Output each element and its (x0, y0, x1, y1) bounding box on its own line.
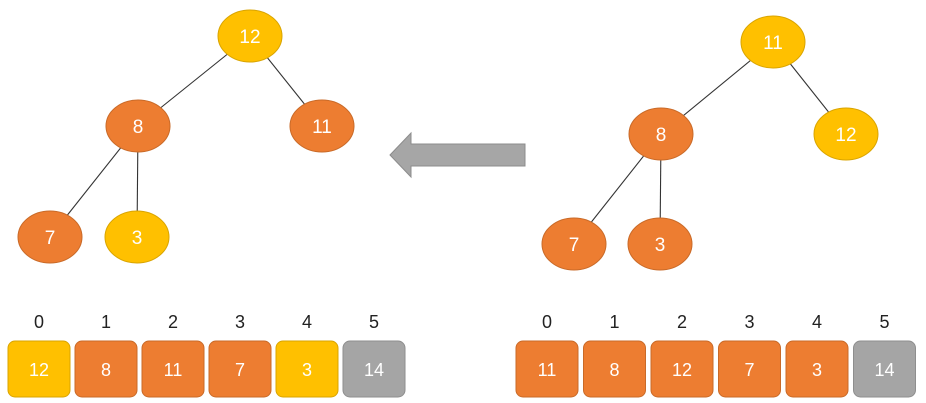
array-cell-box (7, 340, 71, 398)
tree-node-label: 7 (45, 228, 56, 249)
tree-node: 12 (217, 9, 283, 63)
array-cell-value: 12 (672, 360, 692, 380)
array-index-label: 4 (302, 312, 312, 332)
tree-node-label: 8 (656, 125, 667, 146)
array-cell-box (853, 340, 916, 398)
tree-node-label: 7 (569, 235, 580, 256)
tree-node: 11 (289, 99, 355, 153)
heap-array-left: 0 12 1 8 2 11 3 7 4 3 5 14 (7, 312, 406, 398)
tree-node-circle (541, 217, 607, 271)
left-arrow-icon (389, 131, 526, 179)
tree-node: 3 (627, 217, 693, 271)
array-cell-box (583, 340, 646, 398)
tree-node-label: 3 (655, 235, 666, 256)
array-index-label: 1 (101, 312, 111, 332)
tree-node-label: 3 (132, 228, 143, 249)
tree-node: 8 (628, 107, 694, 161)
array-cell-value: 11 (538, 360, 557, 380)
array-index-label: 2 (168, 312, 178, 332)
tree-node: 7 (541, 217, 607, 271)
array-cell-box (74, 340, 138, 398)
array-cell: 14 (853, 340, 916, 398)
array-cell: 8 (583, 340, 646, 398)
array-cell-box (718, 340, 781, 398)
array-cell-value: 11 (164, 360, 183, 380)
array-index-label: 5 (879, 312, 889, 332)
array-cell-value: 14 (874, 360, 894, 380)
array-index-label: 5 (369, 312, 379, 332)
tree-node: 7 (17, 210, 83, 264)
array-cell-box (208, 340, 272, 398)
array-cell-value: 14 (364, 360, 384, 380)
tree-node-circle (740, 15, 806, 69)
array-cell-value: 7 (235, 360, 245, 380)
tree-node-circle (105, 99, 171, 153)
array-cell: 11 (141, 340, 205, 398)
array-cell-box (342, 340, 406, 398)
array-index-label: 0 (34, 312, 44, 332)
array-index-label: 1 (609, 312, 619, 332)
tree-node: 11 (740, 15, 806, 69)
tree-node: 8 (105, 99, 171, 153)
array-cell: 8 (74, 340, 138, 398)
array-index-label: 2 (677, 312, 687, 332)
tree-node-circle (104, 210, 170, 264)
tree-nodes: 12 8 11 7 3 11 8 12 7 3 (17, 9, 879, 271)
array-cell-box (141, 340, 205, 398)
array-cell-value: 3 (302, 360, 312, 380)
array-cell: 3 (275, 340, 339, 398)
array-cell-value: 8 (609, 360, 619, 380)
array-cell-box (515, 340, 579, 398)
array-cell: 7 (208, 340, 272, 398)
tree-node: 12 (813, 107, 879, 161)
tree-edges (49, 35, 847, 245)
array-index-label: 0 (542, 312, 552, 332)
array-cell-value: 3 (812, 360, 822, 380)
array-cell-box (650, 340, 714, 398)
tree-node-label: 11 (312, 117, 332, 138)
array-cell: 11 (515, 340, 579, 398)
array-index-label: 4 (812, 312, 822, 332)
array-cell-value: 8 (101, 360, 111, 380)
array-index-label: 3 (235, 312, 245, 332)
array-cell: 12 (650, 340, 714, 398)
tree-node-label: 8 (133, 117, 144, 138)
array-cell-box (785, 340, 849, 398)
array-cell-value: 12 (29, 360, 49, 380)
tree-node-circle (17, 210, 83, 264)
array-cell: 7 (718, 340, 781, 398)
array-cell-box (275, 340, 339, 398)
array-index-label: 3 (744, 312, 754, 332)
array-cell: 3 (785, 340, 849, 398)
tree-node-label: 11 (763, 33, 783, 54)
array-cell-value: 7 (744, 360, 754, 380)
tree-node-circle (628, 107, 694, 161)
tree-node-circle (217, 9, 283, 63)
tree-node-label: 12 (239, 27, 260, 48)
tree-node-circle (289, 99, 355, 153)
tree-node-circle (813, 107, 879, 161)
tree-node-circle (627, 217, 693, 271)
array-cell: 14 (342, 340, 406, 398)
array-cell: 12 (7, 340, 71, 398)
tree-node-label: 12 (835, 125, 856, 146)
tree-node: 3 (104, 210, 170, 264)
